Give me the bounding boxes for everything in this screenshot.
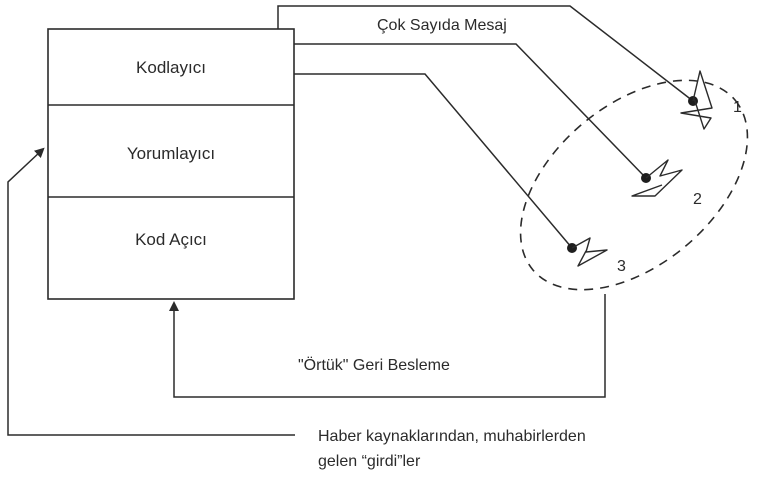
stack-layer-encoder: Kodlayıcı	[136, 58, 206, 77]
feedback-label: "Örtük" Geri Besleme	[298, 357, 450, 374]
message-lines	[277, 5, 694, 249]
receiver-shape-2	[631, 159, 683, 197]
feedback-line	[169, 294, 606, 398]
input-note-line-2: gelen “girdi”ler	[318, 453, 421, 470]
input-note: Haber kaynaklarından, muhabirlerden gele…	[318, 424, 586, 474]
audience-number-3: 3	[617, 258, 626, 275]
receiver-shape-1	[680, 70, 713, 130]
stack-outline	[47, 28, 295, 300]
audience-number-2: 2	[693, 191, 702, 208]
input-line	[7, 147, 295, 436]
message-line-2	[294, 43, 647, 179]
messages-label: Çok Sayıda Mesaj	[377, 17, 507, 34]
stack-layer-interpreter: Yorumlayıcı	[126, 144, 216, 163]
message-line-3	[294, 73, 573, 249]
receiver-shapes	[571, 70, 713, 267]
audience-ellipse	[519, 79, 749, 291]
stack-layer-decoder: Kod Açıcı	[135, 230, 207, 249]
message-line-1	[277, 5, 694, 102]
input-note-line-1: Haber kaynaklarından, muhabirlerden	[318, 428, 586, 445]
receiver-shape-3	[571, 237, 608, 267]
audience-number-1: 1	[733, 99, 742, 116]
processor-stack	[47, 28, 295, 300]
